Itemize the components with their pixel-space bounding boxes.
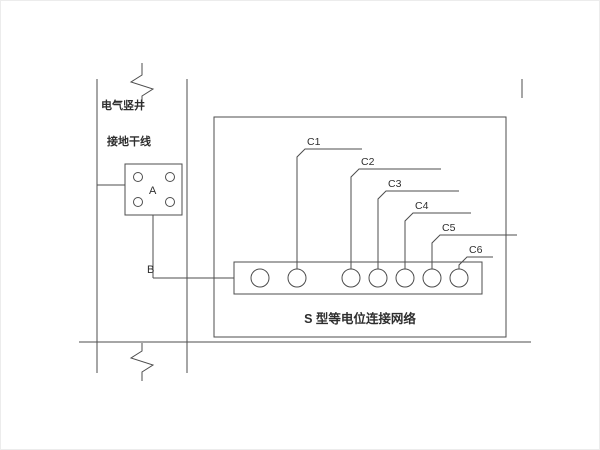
box-a-terminal-hole	[165, 172, 175, 182]
bonding-terminal	[287, 268, 307, 288]
leader-line	[350, 168, 441, 269]
leader-c1: C1	[296, 136, 362, 269]
box-a-to-bar-conductor	[152, 215, 234, 279]
ground-trunk-label: 接地干线	[107, 134, 151, 148]
leader-line	[296, 148, 362, 269]
terminal-label-c5: C5	[442, 222, 456, 234]
tap-point-label: B	[147, 264, 154, 276]
bonding-terminal	[395, 268, 415, 288]
bonding-terminal	[341, 268, 361, 288]
leader-line	[458, 256, 493, 269]
terminal-label-c1: C1	[307, 136, 321, 148]
leader-c6: C6	[458, 244, 493, 269]
leader-c2: C2	[350, 156, 441, 269]
terminal-label-c6: C6	[469, 244, 483, 256]
leader-c3: C3	[377, 178, 459, 269]
box-a-terminal-hole	[133, 197, 143, 207]
shaft-label: 电气竖井	[101, 98, 145, 112]
bonding-terminal	[449, 268, 469, 288]
leader-line	[431, 234, 517, 269]
box-a-terminal-hole	[133, 172, 143, 182]
junction-box-a-label: A	[149, 185, 157, 197]
network-title: S 型等电位连接网络	[304, 311, 416, 326]
box-a-terminal-hole	[165, 197, 175, 207]
terminal-label-c4: C4	[415, 200, 429, 212]
leader-line	[377, 190, 459, 269]
junction-box-a: A	[124, 163, 183, 216]
network-enclosure-outline	[213, 116, 507, 338]
electrical-shaft-lines	[96, 79, 188, 373]
bonding-terminal	[368, 268, 388, 288]
bonding-terminal	[250, 268, 270, 288]
bonding-bar	[233, 261, 483, 295]
leader-c4: C4	[404, 200, 471, 269]
terminal-label-c3: C3	[388, 178, 402, 190]
terminal-label-c2: C2	[361, 156, 375, 168]
bonding-bar-outline	[233, 261, 483, 295]
leader-c5: C5	[431, 222, 517, 269]
leader-line	[404, 212, 471, 269]
break-symbol-bottom-icon	[129, 343, 155, 381]
bonding-terminal	[422, 268, 442, 288]
break-symbol-top-icon	[129, 63, 155, 107]
